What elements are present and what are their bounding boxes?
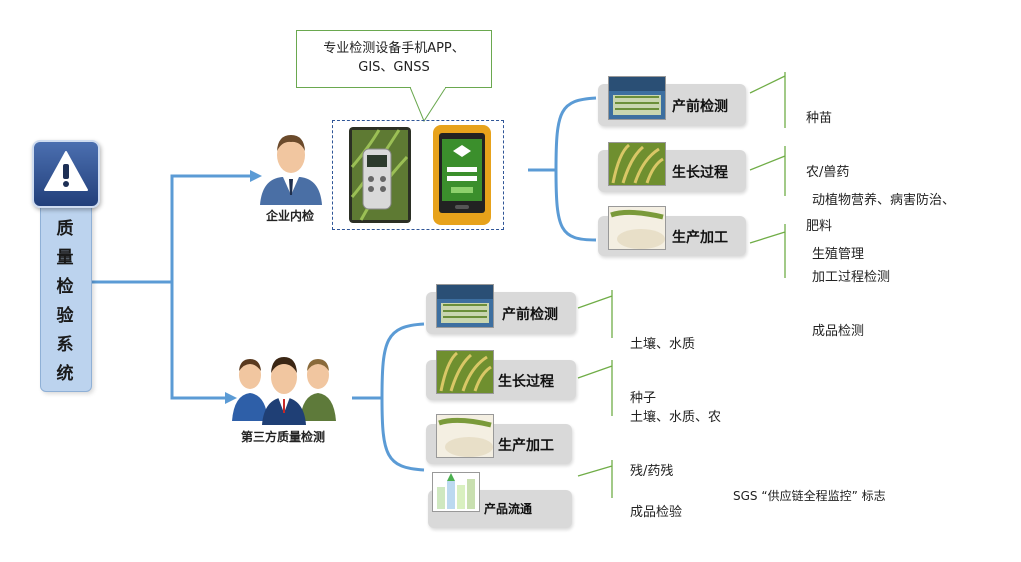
product-bottles-thumbnail [432, 472, 480, 512]
sgs-mark-note: SGS “供应链全程监控” 标志 [733, 489, 886, 503]
stage-label: 产品流通 [484, 502, 533, 516]
note-line: 动植物营养、病害防治、 [812, 193, 956, 208]
note-line-e1 [749, 72, 786, 128]
warning-icon [32, 140, 100, 208]
note-line: 土壤、水质、农 [630, 410, 722, 425]
stage-label: 产前检测 [672, 99, 728, 115]
note-line-e3 [749, 224, 786, 278]
note-line-e2 [749, 146, 786, 196]
note-line: 残/药残 [630, 464, 674, 479]
note-line-t3 [577, 460, 613, 498]
enterprise-note-growth: 动植物营养、病害防治、 生殖管理 [812, 156, 955, 282]
third-party-note-preproduction: 土壤、水质 种子 [630, 300, 695, 426]
stage-label: 生长过程 [672, 165, 728, 181]
note-line: 肥料 [806, 219, 833, 234]
note-line: 种苗 [806, 111, 833, 126]
stage-label: 生产加工 [498, 438, 554, 454]
enterprise-stage-growth: 生长过程 [598, 142, 746, 192]
stage-label: 生产加工 [672, 230, 728, 246]
note-line-t1 [577, 290, 613, 338]
third-party-note-distribution: 成品检验 [630, 468, 682, 540]
callout-line-1: 专业检测设备手机APP、 [323, 41, 465, 56]
third-party-label: 第三方质量检测 [241, 430, 326, 444]
note-line: 种子 [630, 391, 657, 406]
rice-grain-thumbnail [608, 206, 666, 250]
note-line: 生殖管理 [812, 247, 865, 262]
enterprise-stage-preproduction: 产前检测 [598, 76, 746, 126]
stage-label: 生长过程 [498, 374, 554, 390]
enterprise-note-processing: 加工过程检测 成品检测 [812, 233, 890, 359]
root-connector [90, 174, 250, 400]
root-title-char: 系 [56, 335, 74, 355]
third-party-stage-preproduction: 产前检测 [426, 284, 576, 334]
third-party-stage-growth: 生长过程 [426, 350, 576, 400]
callout-tail [410, 87, 447, 123]
rice-plant-thumbnail [436, 350, 494, 394]
enterprise-label: 企业内检 [266, 209, 315, 223]
third-party-stage-processing: 生产加工 [426, 414, 572, 464]
handheld-meter-image [349, 127, 411, 223]
note-line: 加工过程检测 [812, 270, 891, 285]
note-line: 农/兽药 [806, 165, 850, 180]
device-callout: 专业检测设备手机APP、 GIS、GNSS [296, 30, 492, 88]
root-title: 质 量 检 验 系 统 [40, 215, 90, 389]
rice-grain-thumbnail [436, 414, 494, 458]
note-line: 成品检验 [630, 505, 683, 520]
root-title-char: 检 [56, 277, 74, 297]
third-party-brace [352, 322, 425, 472]
root-title-char: 质 [56, 219, 74, 239]
note-line: 成品检测 [812, 324, 865, 339]
seedling-tray-thumbnail [608, 76, 666, 120]
enterprise-brace [528, 96, 597, 242]
rice-plant-thumbnail [608, 142, 666, 186]
device-frame [332, 120, 504, 230]
note-line-t2 [577, 360, 613, 416]
enterprise-note-preproduction: 种苗 农/兽药 肥料 [806, 74, 849, 254]
enterprise-person-icon [260, 135, 322, 205]
rugged-phone-image [433, 125, 491, 225]
root-title-char: 验 [56, 306, 74, 326]
root-title-char: 量 [56, 248, 74, 268]
callout-line-2: GIS、GNSS [358, 60, 430, 75]
stage-label: 产前检测 [502, 307, 558, 323]
third-party-note-growth: 土壤、水质、农 残/药残 [630, 373, 721, 499]
third-party-stage-distribution: 产品流通 [428, 472, 572, 528]
third-party-group-icon [232, 357, 336, 425]
seedling-tray-thumbnail [436, 284, 494, 328]
note-line: 土壤、水质 [630, 337, 696, 352]
root-title-char: 统 [56, 364, 74, 384]
enterprise-stage-processing: 生产加工 [598, 206, 746, 256]
